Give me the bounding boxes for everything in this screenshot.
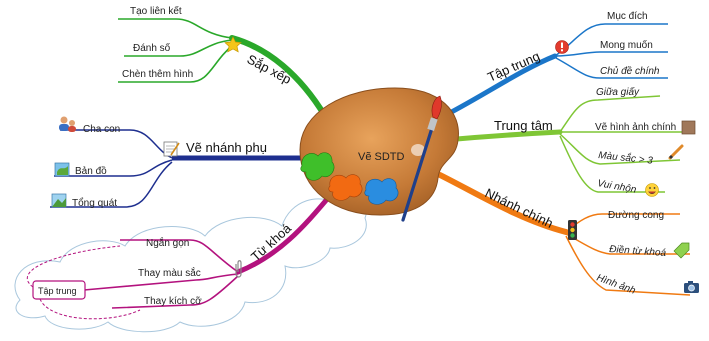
traffic-light-icon: [568, 220, 577, 240]
notepad-icon: [163, 141, 180, 157]
child-ban-do: Bản đồ: [75, 165, 107, 177]
child-thay-mau-sac: Thay màu sắc: [138, 266, 201, 279]
people-icon: [59, 116, 76, 132]
branch-label-nhanh-chinh: Nhánh chính: [483, 185, 556, 231]
child-hinh-anh: Hình ảnh: [595, 272, 638, 297]
picture-icon: [681, 120, 696, 135]
branch-nhanh-chinh[interactable]: Đường cong Điền từ khoá Hình ảnh Nhánh c…: [437, 172, 699, 297]
child-cha-con: Cha con: [83, 124, 120, 135]
child-chu-de-chinh: Chủ đề chính: [600, 65, 660, 77]
branch-sap-xep[interactable]: Tạo liên kết Đánh số Chèn thêm hình Sắp …: [118, 5, 328, 119]
branch-label-ve-nhanh-phu: Vẽ nhánh phụ: [186, 140, 267, 155]
child-dien-tu-khoa: Điền từ khoá: [609, 243, 667, 259]
orange-paint-icon: [328, 174, 363, 201]
child-giua-giay: Giữa giấy: [596, 86, 640, 98]
child-danh-so: Đánh số: [133, 42, 171, 54]
center-node[interactable]: Vẽ SDTD: [299, 87, 459, 222]
center-label: Vẽ SDTD: [358, 151, 405, 163]
child-mong-muon: Mong muốn: [600, 39, 653, 51]
landscape-icon: [51, 193, 67, 208]
child-duong-cong: Đường cong: [608, 210, 664, 221]
tag-icon: [673, 242, 690, 259]
child-tong-quat: Tổng quát: [72, 197, 117, 209]
boxed-label-tap-trung: Tập trung: [38, 286, 77, 296]
child-muc-dich: Mục đích: [607, 11, 648, 22]
alert-icon: [555, 40, 569, 54]
branch-label-trung-tam: Trung tâm: [494, 118, 553, 133]
child-tao-lien-ket: Tạo liên kết: [130, 5, 182, 17]
child-vui-nhon: Vui nhộn: [596, 178, 637, 196]
pencil-icon: [668, 144, 684, 160]
child-ve-hinh-anh-chinh: Vẽ hình ảnh chính: [595, 122, 676, 133]
branch-trung-tam[interactable]: Giữa giấy Vẽ hình ảnh chính Màu sắc > 3 …: [442, 86, 696, 197]
paintbrush-icon: [401, 95, 442, 222]
blue-paint-icon: [364, 178, 399, 205]
paperclip-icon: [235, 260, 242, 278]
cloud-shape: [14, 197, 368, 333]
child-ngan-gon: Ngắn gọn: [146, 236, 189, 249]
boxed-node-tap-trung[interactable]: [32, 280, 86, 300]
map-icon: [54, 162, 70, 177]
branch-ve-nhanh-phu[interactable]: Vẽ nhánh phụ Cha con Bản đồ Tổng quát: [50, 116, 305, 210]
green-paint-icon: [300, 152, 335, 181]
branch-tap-trung[interactable]: Mục đích Mong muốn Chủ đề chính Tập trun…: [437, 11, 668, 121]
child-chen-them-hinh: Chèn thêm hình: [122, 69, 193, 80]
child-thay-kich-co: Thay kích cỡ: [144, 296, 202, 307]
smiley-icon: [645, 183, 659, 197]
star-icon: [224, 36, 242, 53]
camera-icon: [684, 281, 699, 293]
